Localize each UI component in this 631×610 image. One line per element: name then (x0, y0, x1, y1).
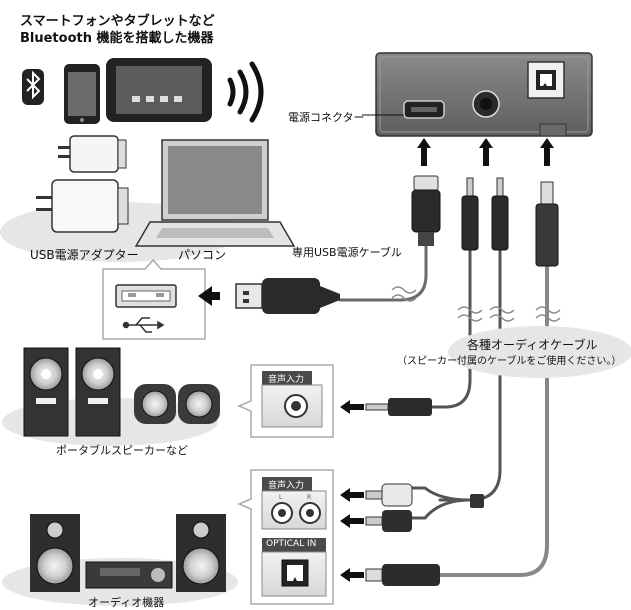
wireless-signal-icon (227, 61, 264, 123)
arrows-into-device (417, 138, 554, 166)
micro-usb-port (403, 100, 445, 119)
bookshelf-speaker-right (176, 514, 226, 592)
arrow-to-rca-left (340, 488, 364, 502)
rca-l-label: L (279, 494, 283, 501)
speaker-tower-left (23, 347, 69, 437)
av-amplifier (85, 561, 173, 589)
usb-adapter-label: USB電源アダプター (30, 248, 139, 262)
audio-input-label-1: 音声入力 (268, 375, 305, 385)
optical-plug (535, 181, 559, 267)
rca-plug-left (365, 483, 413, 507)
stereo-mini-plug (365, 398, 432, 416)
audio-jack-port (472, 90, 500, 118)
audio-equipment-label: オーディオ機器 (88, 596, 165, 609)
tablet-icon (106, 58, 212, 122)
rca-split-joint (470, 494, 484, 508)
optical-in-badge (262, 538, 326, 552)
audio-input-badge-1 (262, 371, 312, 385)
receiver-device (375, 52, 593, 137)
arrow-to-optical-in (340, 568, 364, 582)
rca-plug-right (365, 510, 412, 532)
charger-large-icon (36, 179, 129, 233)
audio-cables-title: 各種オーディオケーブル (467, 338, 598, 352)
bookshelf-speaker-left (30, 514, 80, 592)
speaker-tower-right (75, 347, 121, 437)
usb-symbol-icon (122, 317, 165, 333)
rca-r-label: R (307, 494, 312, 501)
usb-a-plug (198, 278, 340, 314)
audio-cables-note: （スピーカー付属のケーブルをご使用ください。） (397, 356, 622, 367)
header-line-2: Bluetooth 機能を搭載した機器 (20, 31, 214, 46)
smartphone-icon (64, 64, 100, 124)
usb-port-icon (115, 284, 177, 308)
audio-input-label-2: 音声入力 (268, 481, 305, 491)
header-line-1: スマートフォンやタブレットなど (20, 14, 215, 29)
bluetooth-icon (22, 69, 44, 105)
compact-speakers (134, 384, 220, 424)
portable-speakers-label: ポータブルスピーカーなど (56, 444, 188, 457)
pc-label: パソコン (178, 248, 227, 262)
charger-small-icon (58, 135, 127, 173)
optical-plug-bottom (365, 564, 440, 586)
audio-plug-1 (461, 177, 479, 251)
arrow-to-rca-right (340, 514, 364, 528)
audio-input-badge-2 (262, 477, 312, 491)
arrow-to-audio-input-1 (340, 400, 364, 414)
usb-cable-label: 専用USB電源ケーブル (292, 246, 402, 259)
audio-plug-2 (491, 177, 509, 251)
audio-cables-cloud (448, 326, 631, 378)
micro-usb-plug (411, 175, 441, 246)
cable-break-marks (391, 286, 561, 322)
power-connector-label: 電源コネクター (288, 111, 365, 124)
laptop-icon (134, 139, 296, 247)
optical-in-label: OPTICAL IN (266, 539, 317, 549)
optical-port (527, 61, 565, 99)
